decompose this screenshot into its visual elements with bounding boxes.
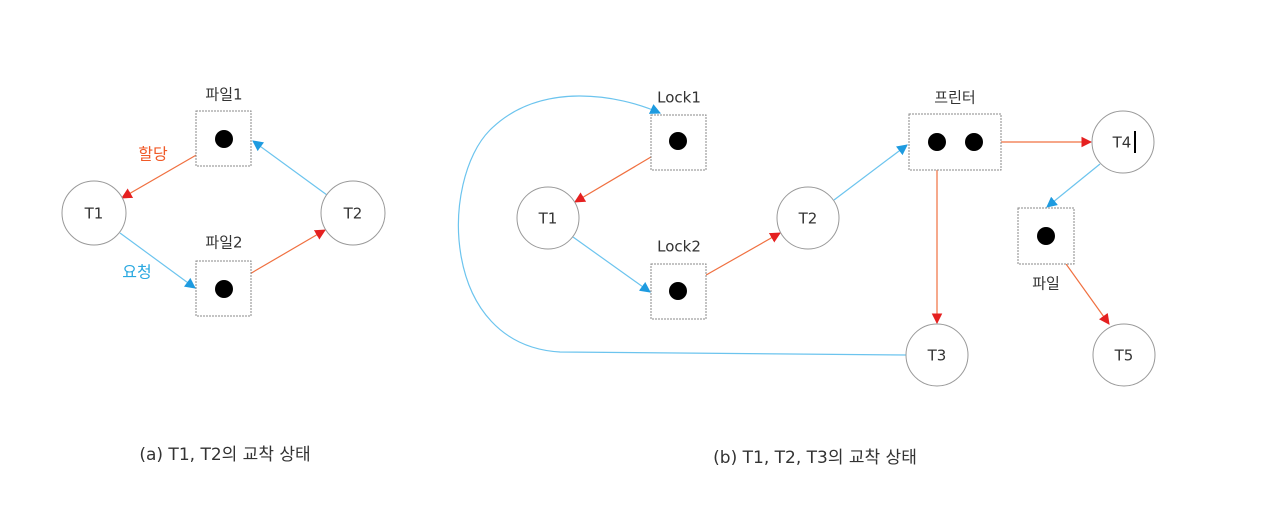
file-label: 파일 — [1032, 275, 1060, 293]
process-t3 — [905, 323, 969, 387]
process-t5 — [1092, 323, 1156, 387]
t3-label: T3 — [927, 347, 947, 365]
t1-label: T1 — [538, 210, 558, 228]
process-t2 — [320, 180, 386, 246]
resource-dot — [928, 133, 946, 151]
resource-dot — [215, 280, 233, 298]
t5-label: T5 — [1114, 347, 1134, 365]
t4-label: T4 — [1112, 134, 1132, 152]
lock2-label: Lock2 — [657, 238, 701, 256]
file1-label: 파일1 — [205, 86, 242, 104]
file2-label: 파일2 — [205, 234, 242, 252]
edge-t4-to-file — [1046, 163, 1101, 208]
edge-t2-to-file1 — [252, 140, 328, 196]
allocate-label: 할당 — [138, 145, 168, 164]
resource-dot — [215, 130, 233, 148]
edge-t3-to-lock1-curve — [457, 95, 907, 356]
printer-label: 프린터 — [934, 89, 975, 107]
resource-dot — [1037, 227, 1055, 245]
resource-dot — [669, 132, 687, 150]
request-label: 요청 — [122, 263, 151, 282]
t2-label: T2 — [798, 210, 818, 228]
caption-b: (b) T1, T2, T3의 교착 상태 — [713, 448, 917, 468]
text-cursor — [1134, 131, 1136, 153]
diagram-a: T1 T2 파일1 파일2 할당 요청 (a) T1, T2의 교착 상태 — [61, 86, 386, 465]
lock1-label: Lock1 — [657, 89, 701, 107]
t2-label: T2 — [343, 205, 363, 223]
edge-t2-to-printer — [833, 144, 908, 201]
resource-dot — [965, 133, 983, 151]
process-t2 — [776, 186, 840, 250]
t1-label: T1 — [84, 205, 104, 223]
resource-printer — [908, 113, 1002, 171]
caption-a: (a) T1, T2의 교착 상태 — [139, 445, 310, 465]
edge-t1-to-file2 — [119, 232, 196, 289]
process-t1 — [516, 186, 580, 250]
resource-dot — [669, 282, 687, 300]
diagram-b: T1 T2 T3 T4 T5 Lock1 Lock2 프린터 파일 (b) T1… — [457, 89, 1156, 468]
process-t1 — [61, 180, 127, 246]
edge-t1-to-lock2 — [572, 236, 651, 293]
process-t4 — [1091, 110, 1155, 174]
